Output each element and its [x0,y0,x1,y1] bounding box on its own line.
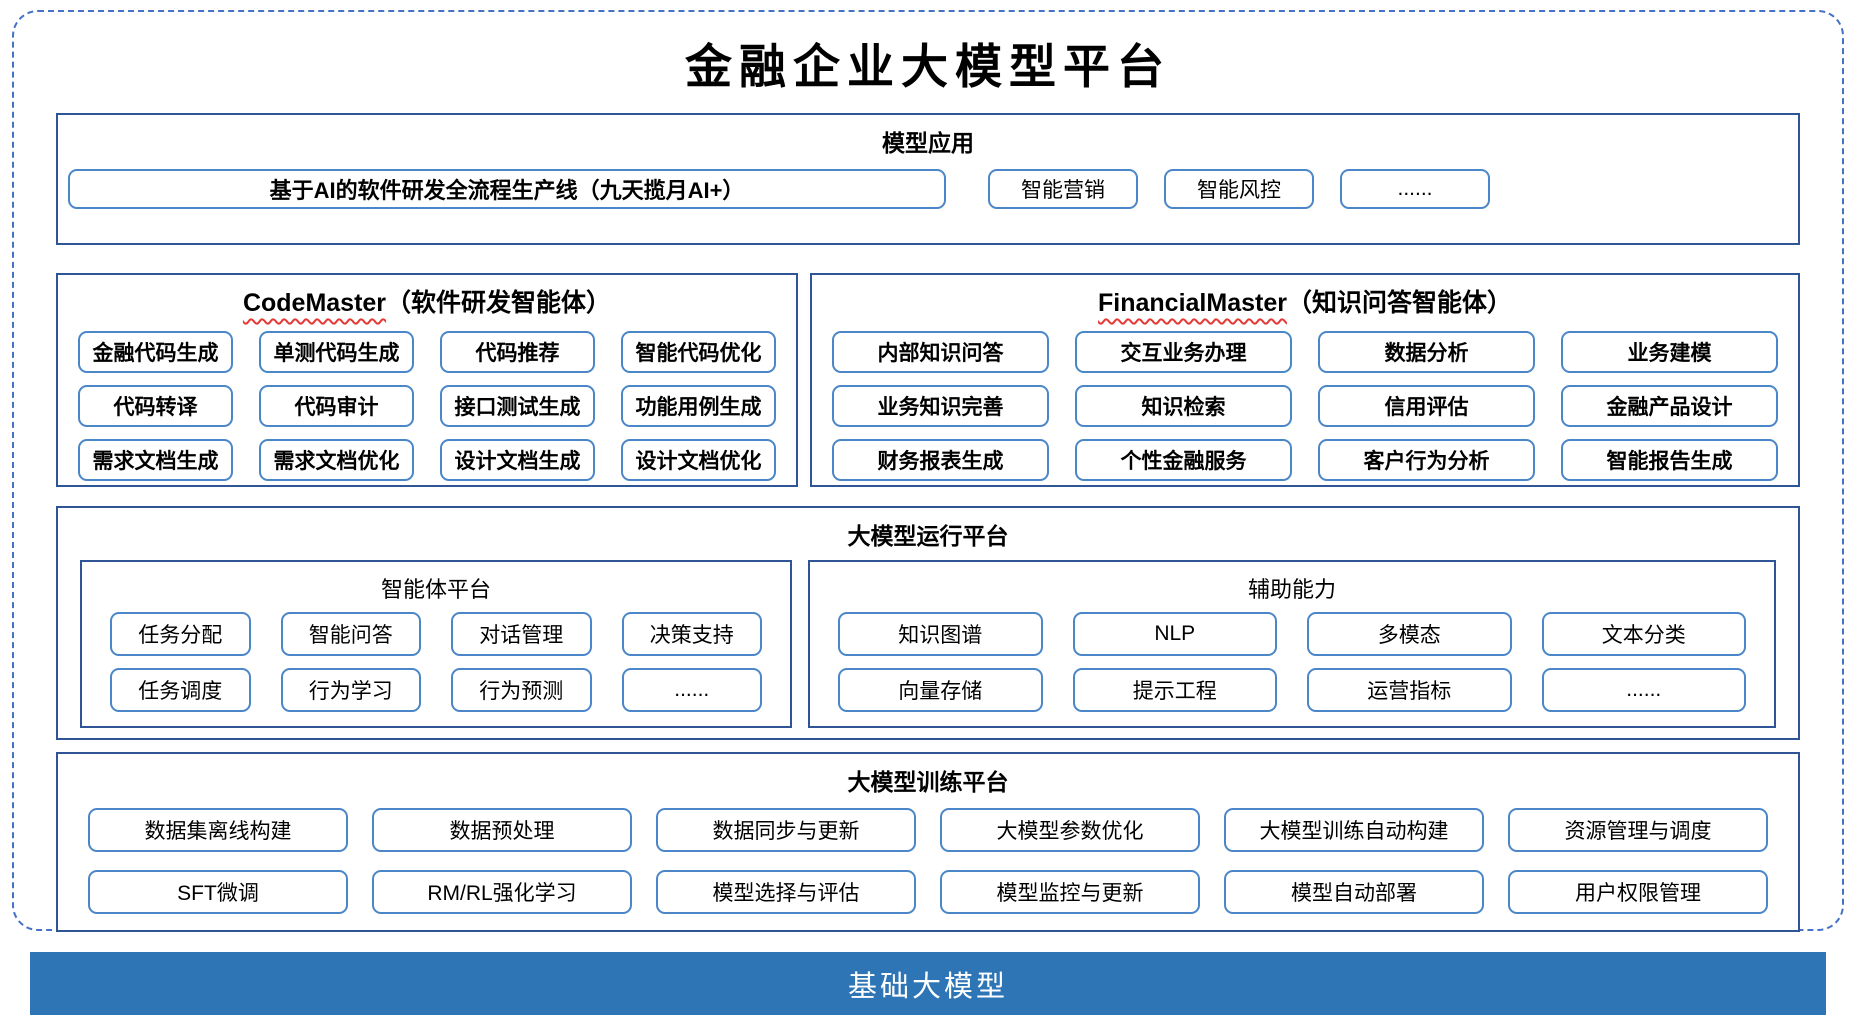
codemaster-item-box: 接口测试生成 [440,385,595,427]
section-financialmaster: FinancialMaster（知识问答智能体） 内部知识问答交互业务办理数据分… [810,273,1800,487]
codemaster-item-box: 功能用例生成 [621,385,776,427]
aux-capability-item-box: 提示工程 [1072,668,1277,712]
financialmaster-item-box: 知识检索 [1075,385,1292,427]
financialmaster-item-box: 金融产品设计 [1561,385,1778,427]
training-item-box: 模型监控与更新 [940,870,1200,914]
training-item-box: 数据集离线构建 [88,808,348,852]
codemaster-item-box: 智能代码优化 [621,331,776,373]
app-item-box: ...... [1340,169,1490,209]
training-item-box: 用户权限管理 [1508,870,1768,914]
codemaster-item-box: 单测代码生成 [259,331,414,373]
aux-capability-item-box: 文本分类 [1541,612,1746,656]
section-training-platform: 大模型训练平台 数据集离线构建数据预处理数据同步与更新大模型参数优化大模型训练自… [56,752,1800,932]
financialmaster-items: 内部知识问答交互业务办理数据分析业务建模业务知识完善知识检索信用评估金融产品设计… [812,329,1798,493]
aux-capability-item-box: ...... [1541,668,1746,712]
financialmaster-item-box: 数据分析 [1318,331,1535,373]
app-pipeline-box: 基于AI的软件研发全流程生产线（九天揽月AI+） [68,169,946,209]
financialmaster-item-box: 业务建模 [1561,331,1778,373]
aux-capability-item-box: 运营指标 [1307,668,1512,712]
training-item-box: 数据同步与更新 [656,808,916,852]
agents-row: CodeMaster（软件研发智能体） 金融代码生成单测代码生成代码推荐智能代码… [56,273,1800,487]
page-title: 金融企业大模型平台 [685,40,1171,95]
model-app-items: 智能营销智能风控...... [988,169,1490,209]
codemaster-item-box: 设计文档生成 [440,439,595,481]
model-app-row: 基于AI的软件研发全流程生产线（九天揽月AI+） 智能营销智能风控...... [58,165,1798,209]
training-item-box: 资源管理与调度 [1508,808,1768,852]
codemaster-item-box: 设计文档优化 [621,439,776,481]
section-model-app: 模型应用 基于AI的软件研发全流程生产线（九天揽月AI+） 智能营销智能风控..… [56,113,1800,245]
training-item-box: RM/RL强化学习 [372,870,632,914]
codemaster-item-box: 金融代码生成 [78,331,233,373]
agent-platform-item-box: 智能问答 [280,612,421,656]
training-item-box: 模型选择与评估 [656,870,916,914]
aux-capability-item-box: 向量存储 [838,668,1043,712]
agent-platform-item-box: ...... [621,668,762,712]
platform-outer-frame: 金融企业大模型平台 模型应用 基于AI的软件研发全流程生产线（九天揽月AI+） … [12,10,1844,932]
codemaster-item-box: 需求文档优化 [259,439,414,481]
subsection-agent-platform: 智能体平台 任务分配智能问答对话管理决策支持任务调度行为学习行为预测...... [80,560,792,728]
training-item-box: SFT微调 [88,870,348,914]
codemaster-header: CodeMaster（软件研发智能体） [58,275,796,329]
aux-capability-item-box: 多模态 [1307,612,1512,656]
subsection-aux-capabilities: 辅助能力 知识图谱 NLP 多模态文本分类向量存储提示工程运营指标...... [808,560,1776,728]
codemaster-items: 金融代码生成单测代码生成代码推荐智能代码优化代码转译代码审计接口测试生成功能用例… [58,329,796,493]
training-item-box: 数据预处理 [372,808,632,852]
agent-platform-item-box: 行为学习 [280,668,421,712]
agent-platform-item-box: 行为预测 [451,668,592,712]
section-runtime-platform: 大模型运行平台 智能体平台 任务分配智能问答对话管理决策支持任务调度行为学习行为… [56,506,1800,740]
agent-platform-header: 智能体平台 [380,577,491,602]
section-codemaster: CodeMaster（软件研发智能体） 金融代码生成单测代码生成代码推荐智能代码… [56,273,798,487]
financialmaster-header: FinancialMaster（知识问答智能体） [812,275,1798,329]
runtime-subboxes: 智能体平台 任务分配智能问答对话管理决策支持任务调度行为学习行为预测......… [58,558,1798,728]
codemaster-item-box: 代码审计 [259,385,414,427]
codemaster-name: CodeMaster [242,289,387,317]
training-header: 大模型训练平台 [847,769,1009,795]
financialmaster-name: FinancialMaster [1098,289,1287,317]
app-item-box: 智能风控 [1164,169,1314,209]
codemaster-suffix: （软件研发智能体） [386,289,612,317]
financialmaster-suffix: （知识问答智能体） [1286,289,1512,317]
training-item-box: 大模型参数优化 [940,808,1200,852]
aux-capability-item-box: NLP [1072,612,1277,656]
training-item-box: 大模型训练自动构建 [1224,808,1484,852]
app-item-box: 智能营销 [988,169,1138,209]
agent-platform-item-box: 任务分配 [110,612,251,656]
aux-capabilities-items: 知识图谱 NLP 多模态文本分类向量存储提示工程运营指标...... [810,612,1774,724]
agent-platform-item-box: 对话管理 [451,612,592,656]
agent-platform-items: 任务分配智能问答对话管理决策支持任务调度行为学习行为预测...... [82,612,790,724]
financialmaster-item-box: 业务知识完善 [832,385,1049,427]
financialmaster-item-box: 客户行为分析 [1318,439,1535,481]
codemaster-item-box: 代码转译 [78,385,233,427]
financialmaster-item-box: 个性金融服务 [1075,439,1292,481]
training-items: 数据集离线构建数据预处理数据同步与更新大模型参数优化大模型训练自动构建资源管理与… [58,804,1798,928]
financialmaster-item-box: 财务报表生成 [832,439,1049,481]
foundation-model-bar: 基础大模型 [30,952,1826,1015]
agent-platform-item-box: 任务调度 [110,668,251,712]
aux-capability-item-box: 知识图谱 [838,612,1043,656]
codemaster-item-box: 需求文档生成 [78,439,233,481]
runtime-header: 大模型运行平台 [847,523,1009,549]
financialmaster-item-box: 信用评估 [1318,385,1535,427]
agent-platform-item-box: 决策支持 [621,612,762,656]
codemaster-item-box: 代码推荐 [440,331,595,373]
training-item-box: 模型自动部署 [1224,870,1484,914]
financialmaster-item-box: 内部知识问答 [832,331,1049,373]
financialmaster-item-box: 智能报告生成 [1561,439,1778,481]
financialmaster-item-box: 交互业务办理 [1075,331,1292,373]
model-app-header: 模型应用 [882,130,974,156]
aux-capabilities-header: 辅助能力 [1247,577,1336,602]
